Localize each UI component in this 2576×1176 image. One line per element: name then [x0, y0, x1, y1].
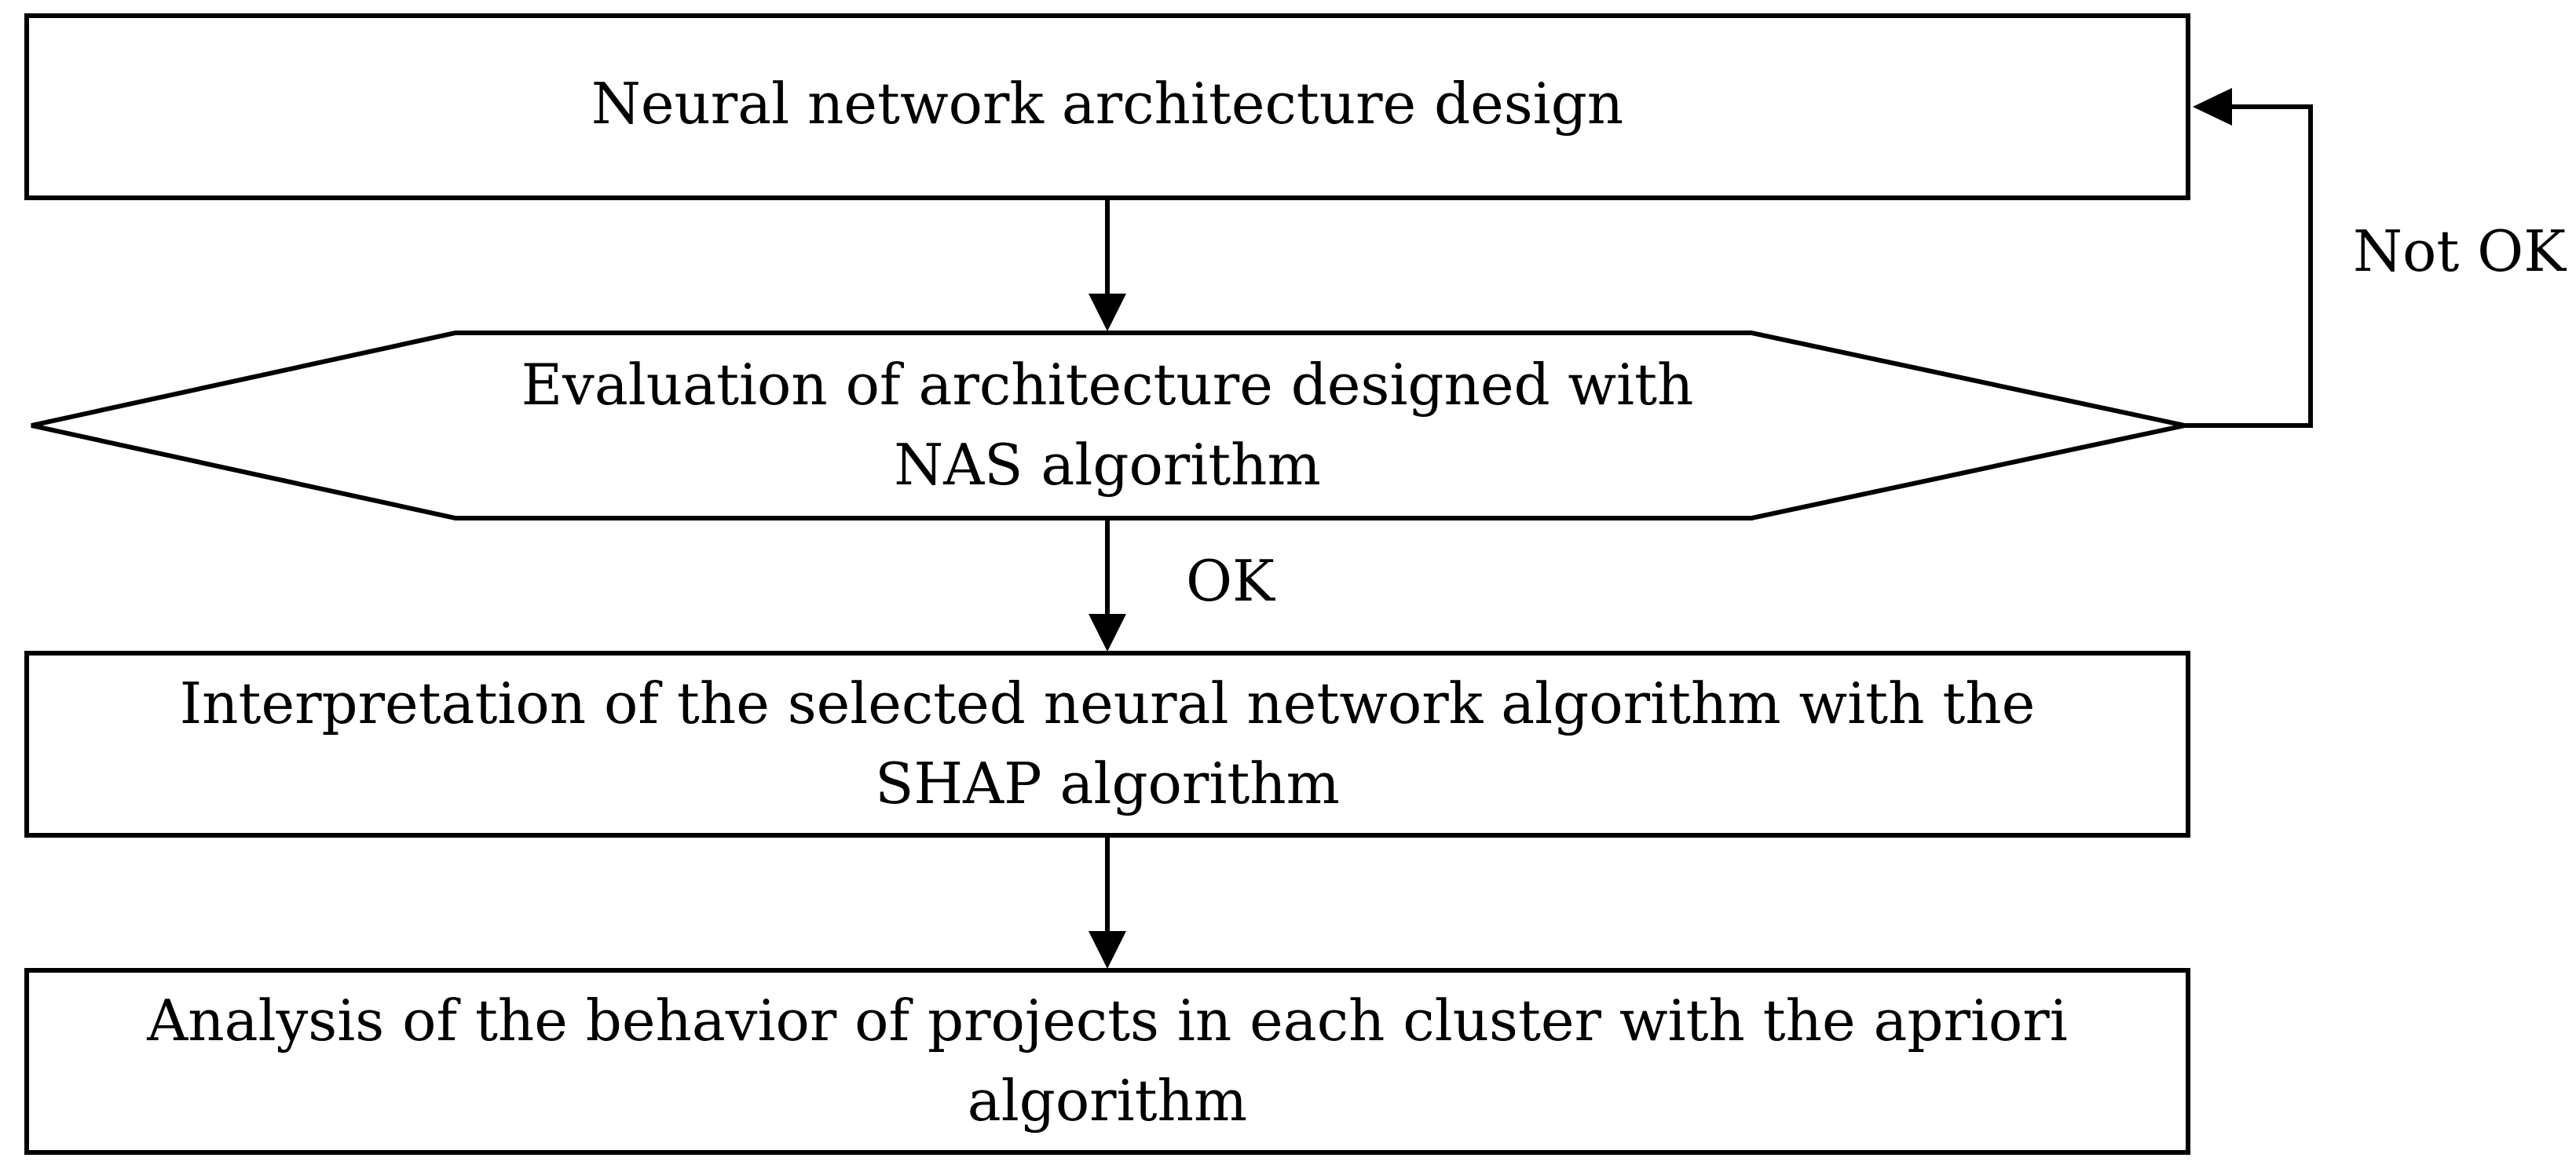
node-architecture-design: Neural network architecture design	[24, 13, 2190, 200]
edge-label-ok: OK	[1186, 548, 1275, 614]
edge-label-not-ok: Not OK	[2353, 218, 2567, 284]
node-architecture-design-box	[24, 13, 2190, 200]
node-shap-interpretation-box	[24, 651, 2190, 838]
node-shap-interpretation: Interpretation of the selected neural ne…	[24, 651, 2190, 838]
arrow-interpretation-to-analysis	[1089, 835, 1126, 969]
node-apriori-analysis-label-line-1: Analysis of the behavior of projects in …	[146, 988, 2067, 1054]
node-shap-interpretation-label-line-1: Interpretation of the selected neural ne…	[180, 670, 2036, 736]
node-apriori-analysis: Analysis of the behavior of projects in …	[24, 968, 2190, 1155]
arrowhead-feedback-not-ok	[2193, 88, 2232, 126]
arrowhead-design-to-evaluation	[1089, 294, 1126, 331]
node-apriori-analysis-box	[24, 968, 2190, 1155]
node-evaluation-decision-label-line-1: Evaluation of architecture designed with	[521, 352, 1694, 418]
arrowhead-evaluation-to-interpretation	[1089, 614, 1126, 652]
node-evaluation-decision-label-line-2: NAS algorithm	[894, 432, 1321, 498]
arrow-design-to-evaluation	[1089, 198, 1126, 331]
node-evaluation-decision: Evaluation of architecture designed with…	[31, 331, 2186, 520]
arrow-evaluation-to-interpretation: OK	[1089, 518, 1275, 652]
node-shap-interpretation-label-line-2: SHAP algorithm	[875, 751, 1340, 816]
node-architecture-design-label: Neural network architecture design	[591, 71, 1623, 137]
arrowhead-interpretation-to-analysis	[1089, 931, 1126, 969]
node-apriori-analysis-label-line-2: algorithm	[968, 1068, 1247, 1134]
arrow-feedback-not-ok: Not OK	[2185, 88, 2567, 428]
